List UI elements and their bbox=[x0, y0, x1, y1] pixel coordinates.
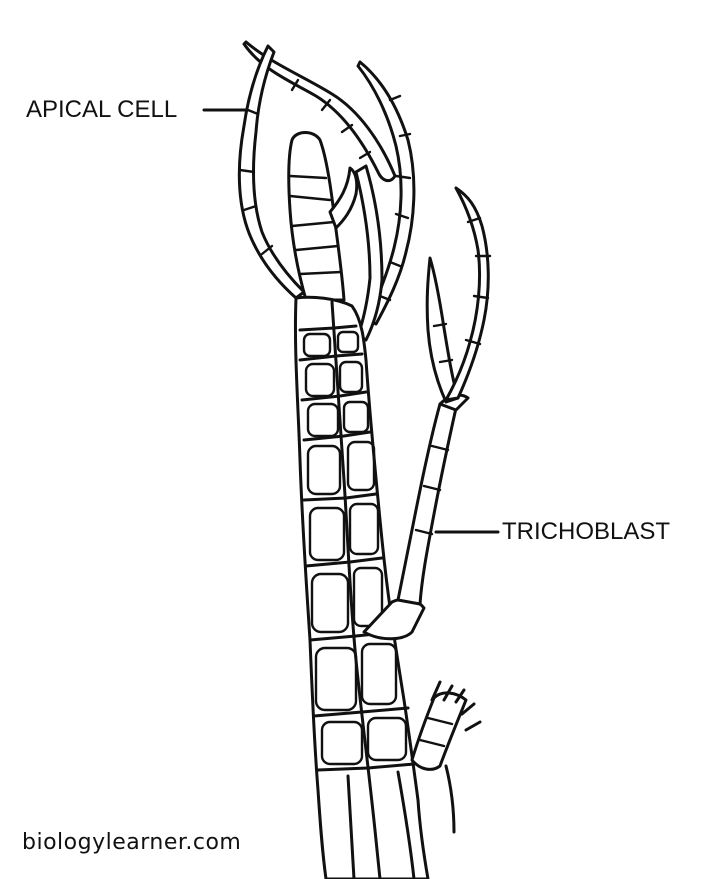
main-axis bbox=[293, 295, 430, 879]
upper-left-filament bbox=[237, 40, 397, 300]
upper-middle-filament bbox=[354, 60, 416, 342]
lower-side-branch bbox=[410, 680, 482, 834]
apical-cell-label: APICAL CELL bbox=[26, 96, 178, 123]
watermark-text: biologylearner.com bbox=[22, 830, 242, 855]
central-apex-axis bbox=[287, 131, 359, 302]
trichoblast-label: TRICHOBLAST bbox=[502, 518, 671, 545]
trichoblast-branch bbox=[362, 186, 492, 641]
